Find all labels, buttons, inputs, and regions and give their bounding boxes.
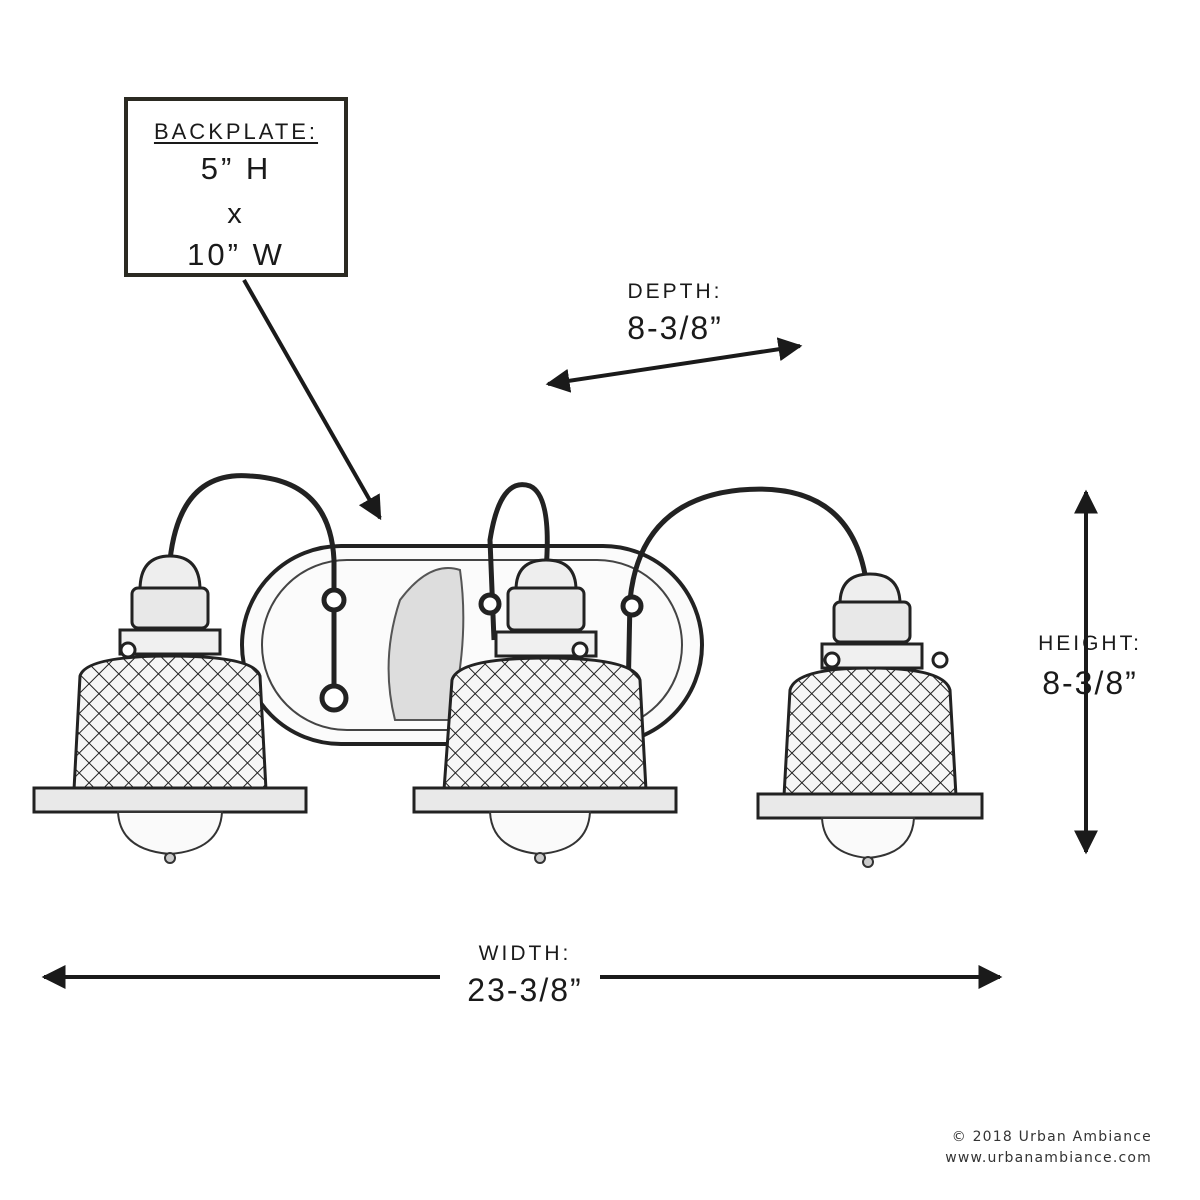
height-label: HEIGHT: (1038, 632, 1142, 655)
width-value: 23-3/8” (467, 972, 583, 1008)
lamp-center (412, 558, 678, 864)
depth-arrow (545, 337, 803, 393)
lamp-left (32, 554, 308, 864)
backplate-height: 5” H (200, 151, 272, 186)
lamp-right (756, 572, 984, 868)
width-label: WIDTH: (478, 942, 572, 965)
depth-label: DEPTH: (627, 280, 723, 303)
backplate-leader-arrow (242, 279, 382, 521)
depth-value: 8-3/8” (627, 310, 723, 346)
website-link[interactable]: www.urbanambiance.com (945, 1150, 1152, 1166)
backplate-width: 10” W (187, 237, 285, 272)
backplate-times: x (227, 198, 245, 230)
height-value: 8-3/8” (1042, 665, 1138, 701)
copyright-text: © 2018 Urban Ambiance (951, 1129, 1152, 1145)
backplate-dimension-box: BACKPLATE: 5” H x 10” W (124, 97, 348, 277)
backplate-label: BACKPLATE: (153, 119, 319, 144)
fixture-arms (167, 473, 869, 713)
